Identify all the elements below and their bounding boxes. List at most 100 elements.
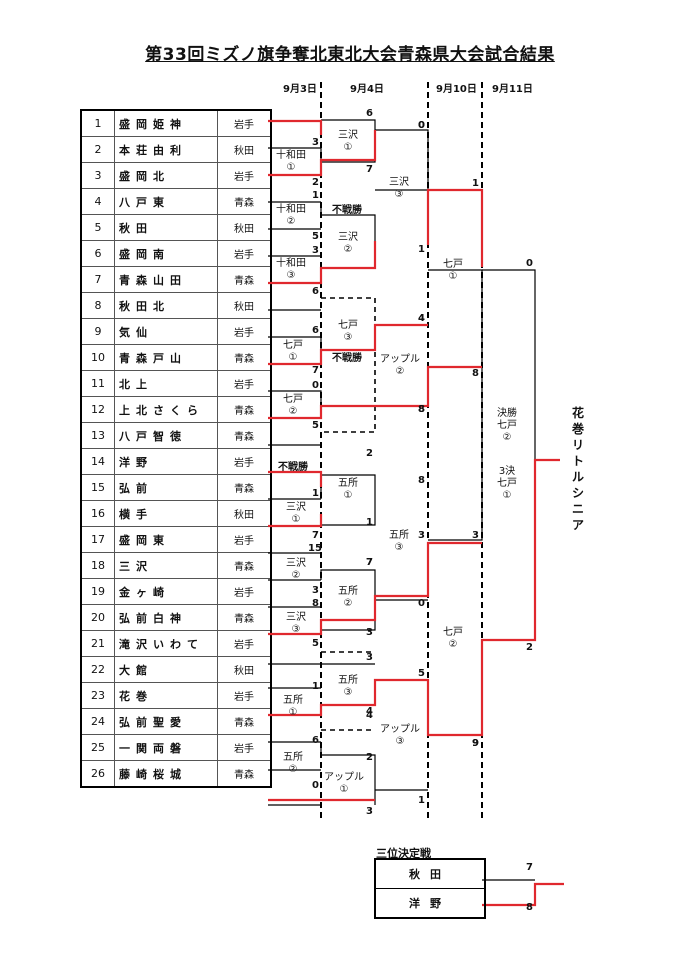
team-prefecture: 岩手 (217, 578, 271, 605)
team-number: 12 (81, 396, 115, 423)
date-label: 9月10日 (436, 84, 477, 95)
venue-label: 七戸 ② (283, 394, 303, 417)
score: 7 (366, 164, 373, 175)
score: 9 (472, 738, 479, 749)
venue-label: 三沢 ① (286, 502, 306, 525)
third-place-team: 秋田 (374, 858, 486, 889)
score: 1 (418, 795, 425, 806)
date-label: 9月11日 (492, 84, 533, 95)
team-name: 大館 (114, 656, 218, 683)
venue-label: 五所 ① (283, 695, 303, 718)
team-number: 25 (81, 734, 115, 761)
team-name: 一関両磐 (114, 734, 218, 761)
score: 6 (312, 735, 319, 746)
score: 0 (418, 120, 425, 131)
score: 6 (312, 325, 319, 336)
venue-label: 十和田 ② (276, 204, 306, 227)
team-prefecture: 岩手 (217, 318, 271, 345)
venue-label: 五所 ② (338, 586, 358, 609)
venue-label: 七戸 ① (443, 259, 463, 282)
team-name: 秋田 (114, 214, 218, 241)
team-number: 19 (81, 578, 115, 605)
score: 7 (366, 557, 373, 568)
score: 5 (312, 231, 319, 242)
team-name: 金ヶ崎 (114, 578, 218, 605)
team-number: 22 (81, 656, 115, 683)
team-number: 7 (81, 266, 115, 293)
team-name: 八戸東 (114, 188, 218, 215)
team-name: 青森戸山 (114, 344, 218, 371)
score: 3 (312, 245, 319, 256)
venue-label: 七戸 ③ (338, 320, 358, 343)
team-prefecture: 青森 (217, 552, 271, 579)
score: 7 (312, 365, 319, 376)
team-number: 4 (81, 188, 115, 215)
score: 4 (366, 710, 373, 721)
team-number: 5 (81, 214, 115, 241)
score: 1 (312, 190, 319, 201)
venue-label: アップル ① (324, 772, 364, 795)
third-place-title: 三位決定戦 (376, 847, 431, 860)
score: 8 (472, 368, 479, 379)
venue-label: 七戸 ① (283, 340, 303, 363)
venue-label: 三沢 ② (338, 232, 358, 255)
score: 8 (312, 598, 319, 609)
score: 3 (366, 627, 373, 638)
venue-label: 三沢 ③ (286, 612, 306, 635)
team-prefecture: 青森 (217, 708, 271, 735)
team-number: 18 (81, 552, 115, 579)
team-prefecture: 岩手 (217, 734, 271, 761)
team-name: 北上 (114, 370, 218, 397)
score: 1 (366, 517, 373, 528)
team-number: 11 (81, 370, 115, 397)
team-name: 藤崎桜城 (114, 760, 218, 788)
score: 6 (366, 108, 373, 119)
page-title: 第33回ミズノ旗争奪北東北大会青森県大会試合結果 (145, 45, 555, 65)
venue-label: 決勝 七戸 ② (497, 408, 517, 443)
team-number: 8 (81, 292, 115, 319)
team-number: 23 (81, 682, 115, 709)
team-name: 滝沢いわて (114, 630, 218, 657)
venue-label: 五所 ② (283, 752, 303, 775)
team-name: 弘前聖愛 (114, 708, 218, 735)
score: 5 (418, 668, 425, 679)
venue-label: 十和田 ① (276, 150, 306, 173)
venue-label: アップル ② (380, 354, 420, 377)
score: 1 (472, 178, 479, 189)
team-name: 本荘由利 (114, 136, 218, 163)
team-prefecture: 岩手 (217, 448, 271, 475)
venue-label: 三沢 ① (338, 130, 358, 153)
venue-label: 五所 ① (338, 478, 358, 501)
team-number: 6 (81, 240, 115, 267)
score: 3 (472, 530, 479, 541)
team-number: 10 (81, 344, 115, 371)
team-name: 盛岡北 (114, 162, 218, 189)
team-number: 15 (81, 474, 115, 501)
venue-label: 十和田 ③ (276, 258, 306, 281)
team-prefecture: 秋田 (217, 292, 271, 319)
team-prefecture: 秋田 (217, 656, 271, 683)
score: 2 (312, 177, 319, 188)
team-prefecture: 青森 (217, 760, 271, 788)
score: 0 (312, 380, 319, 391)
team-number: 26 (81, 760, 115, 788)
score: 3 (366, 806, 373, 817)
team-prefecture: 青森 (217, 188, 271, 215)
score: 1 (418, 244, 425, 255)
team-prefecture: 岩手 (217, 162, 271, 189)
walkover-label: 不戦勝 (278, 462, 308, 473)
score: 8 (418, 404, 425, 415)
team-number: 1 (81, 110, 115, 137)
team-prefecture: 青森 (217, 344, 271, 371)
